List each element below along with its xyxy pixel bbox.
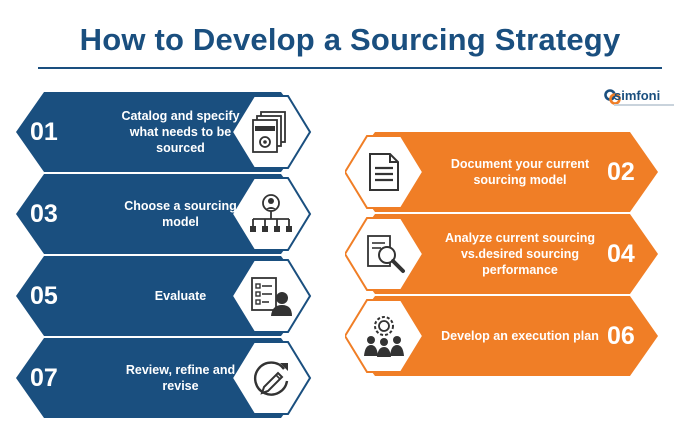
step-label: Evaluate	[154, 289, 207, 303]
step-number: 06	[607, 322, 635, 350]
step-number: 01	[30, 118, 58, 146]
step-04: Analyze current sourcing vs.desired sour…	[345, 214, 660, 294]
step-number: 02	[607, 158, 635, 186]
step-label: Choose a sourcing model	[124, 199, 237, 229]
step-label: Document your current sourcing model	[450, 157, 590, 187]
step-06: Develop an execution plan 06	[345, 296, 660, 376]
catalog-documents-icon	[252, 111, 286, 153]
simfoni-logo-icon	[604, 89, 621, 105]
title-divider	[38, 67, 662, 69]
magnifier-document-icon	[367, 235, 405, 273]
step-number: 04	[607, 240, 635, 268]
page-title: How to Develop a Sourcing Strategy	[79, 22, 621, 57]
step-07-arrow-shape	[16, 338, 312, 418]
step-number: 07	[30, 364, 58, 392]
step-label: Develop an execution plan	[441, 329, 599, 343]
step-05: 05 Evaluate	[16, 256, 331, 336]
refresh-pencil-icon	[254, 361, 289, 396]
brand-name: simfoni	[614, 88, 661, 103]
step-03: 03 Choose a sourcing model	[16, 174, 331, 254]
org-chart-person-icon	[250, 194, 292, 232]
step-07: 07 Review, refine and revise	[16, 338, 331, 418]
step-label: Analyze current sourcing vs.desired sour…	[444, 231, 596, 277]
checklist-person-icon	[251, 277, 292, 316]
step-number: 03	[30, 200, 58, 228]
step-01: 01 Catalog and specify what needs to be …	[16, 92, 331, 172]
step-number: 05	[30, 282, 58, 310]
step-label: Review, refine and revise	[125, 363, 236, 393]
step-02: Document your current sourcing model 02	[345, 132, 660, 212]
brand-tagline-bar	[614, 104, 674, 106]
document-icon	[369, 153, 399, 191]
gear-team-icon	[364, 316, 404, 357]
step-label: Catalog and specify what needs to be sou…	[121, 109, 240, 155]
